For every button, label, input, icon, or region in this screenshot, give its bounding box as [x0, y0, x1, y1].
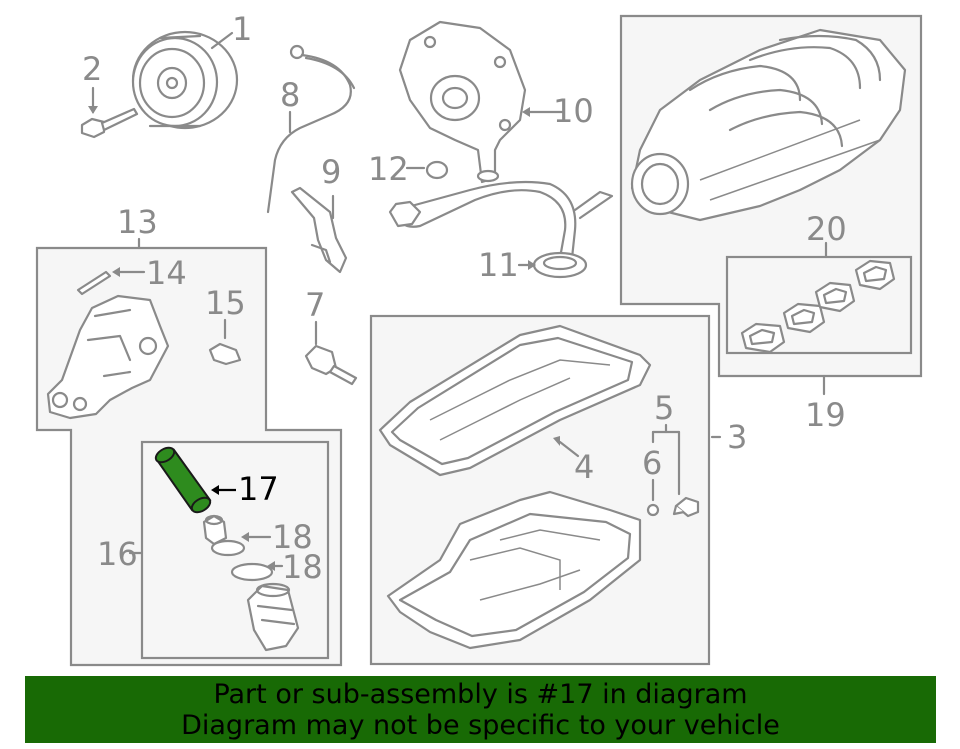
oil-filter-tube-part-17: [154, 446, 212, 514]
callout-3: 3: [727, 418, 747, 456]
drain-plug-part-5: [672, 496, 700, 518]
callout-14: 14: [146, 254, 187, 292]
sensor-part-15: [208, 342, 242, 366]
o-ring-part-12: [425, 160, 449, 180]
banner-line-1: Part or sub-assembly is #17 in diagram: [213, 679, 748, 710]
callout-17: 17: [238, 470, 279, 508]
washer-part-6: [646, 503, 660, 517]
callout-6: 6: [642, 444, 662, 482]
tube-part-9: [290, 186, 348, 274]
callout-4: 4: [574, 448, 594, 486]
callout-7: 7: [305, 286, 325, 324]
callout-19: 19: [805, 396, 846, 434]
callout-1: 1: [232, 10, 252, 48]
oil-filter-housing-part: [46, 294, 170, 420]
leader-4: [558, 440, 580, 458]
callout-2: 2: [82, 50, 102, 88]
dipstick-part: [266, 44, 356, 214]
callout-13: 13: [117, 203, 158, 241]
oil-pan-part: [386, 490, 642, 650]
arrow-2: [88, 106, 98, 114]
intake-manifold-part: [630, 28, 907, 222]
arrow-10: [522, 107, 530, 117]
gasket-part-14: [76, 270, 112, 296]
arrow-11: [528, 260, 536, 270]
callout-5: 5: [654, 389, 674, 427]
sensor-part-7: [304, 344, 358, 386]
leader-1: [210, 31, 234, 50]
arrow-18b: [267, 561, 275, 571]
filter-cap-part: [246, 582, 300, 652]
callout-18b: 18: [282, 548, 323, 586]
arrow-4: [553, 436, 560, 446]
oil-pickup-part: [388, 180, 614, 279]
callout-12: 12: [368, 150, 409, 188]
bolt-part-2: [80, 107, 139, 139]
info-banner: Part or sub-assembly is #17 in diagram D…: [25, 676, 936, 743]
arrow-17: [211, 485, 219, 495]
callout-18a: 18: [272, 518, 313, 556]
banner-line-2: Diagram may not be specific to your vehi…: [181, 710, 780, 741]
oil-pan-gasket-part-4: [378, 324, 652, 477]
oil-pump-part: [398, 20, 527, 184]
callout-11: 11: [478, 246, 519, 284]
callout-15: 15: [205, 284, 246, 322]
pulley-part: [131, 30, 239, 130]
callout-16: 16: [97, 535, 138, 573]
fitting-part: [202, 514, 228, 546]
intake-gasket-part-20: [740, 259, 896, 354]
seal-ring-part-18a: [210, 539, 246, 557]
callout-9: 9: [321, 153, 341, 191]
callout-20: 20: [806, 210, 847, 248]
seal-ring-part-18b: [230, 562, 274, 582]
arrow-14: [112, 267, 120, 277]
callout-10: 10: [553, 92, 594, 130]
callout-8: 8: [280, 76, 300, 114]
arrow-18a: [241, 532, 249, 542]
